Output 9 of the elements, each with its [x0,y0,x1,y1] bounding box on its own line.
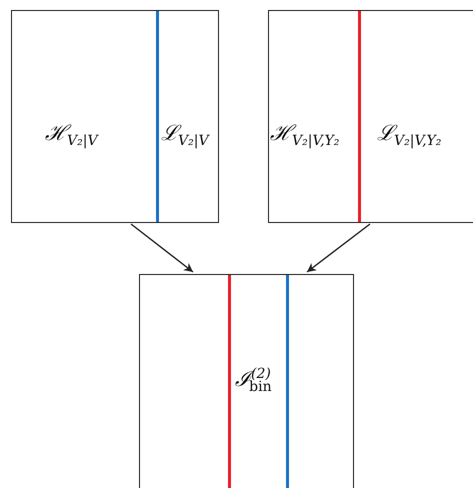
math-label: ℋ$_{V₂|V}$ [45,123,98,148]
panel-box [268,10,473,223]
math-label: ℒ$_{V₂|V,Y₂}$ [377,123,442,148]
panel-box [139,274,354,488]
math-label: ℒ$_{V₂|V}$ [161,123,209,148]
arrow [130,223,194,273]
panel-box [11,10,219,223]
math-label: ℋ$_{V₂|V,Y₂}$ [270,123,340,148]
arrow [306,223,370,273]
